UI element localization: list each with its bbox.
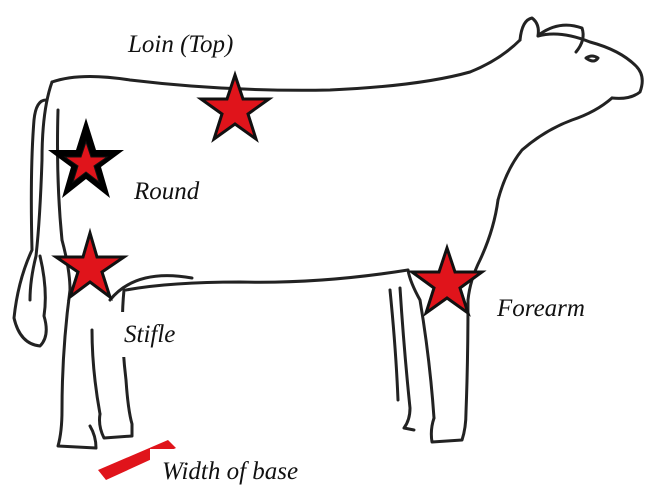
label-loin: Loin (Top) <box>128 32 233 57</box>
star-marker-icon <box>412 248 482 313</box>
star-marker-icon <box>201 75 269 139</box>
label-round: Round <box>134 179 199 204</box>
label-stifle: Stifle <box>104 312 179 357</box>
star-marker-icon <box>56 233 124 297</box>
star-marker-forearm <box>412 248 482 313</box>
steer-outline <box>14 18 642 448</box>
label-width-of-base: Width of base <box>150 449 302 488</box>
label-forearm: Forearm <box>497 296 585 321</box>
star-marker-stifle <box>56 233 124 297</box>
star-marker-loin <box>201 75 269 139</box>
